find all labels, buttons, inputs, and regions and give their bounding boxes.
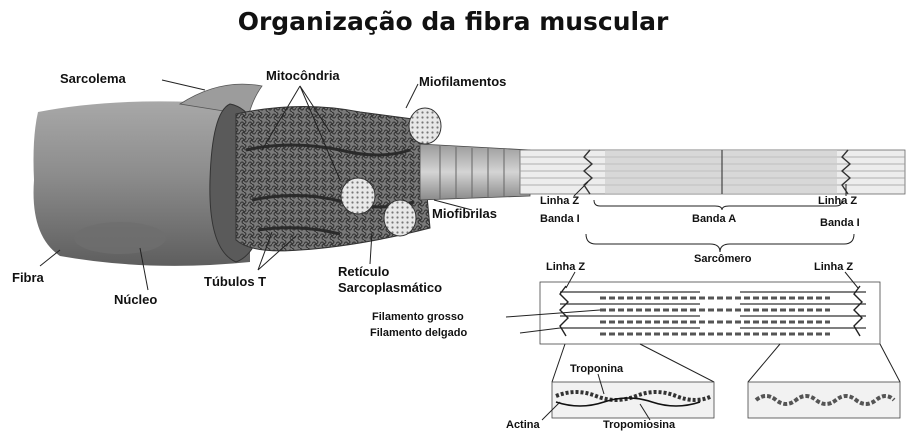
z-line-right	[840, 149, 852, 195]
label-linha-z-lower-left: Linha Z	[546, 261, 585, 273]
label-tubulos-t: Túbulos T	[204, 274, 266, 289]
label-miofilamentos: Miofilamentos	[419, 74, 506, 89]
actin-detail-box	[551, 381, 715, 419]
t-tubule-c	[257, 226, 341, 236]
myosin-strand	[754, 394, 896, 406]
sarcomero-bracket	[585, 233, 855, 253]
label-sarcolema: Sarcolema	[60, 71, 127, 86]
label-mitocondria: Mitocôndria	[266, 68, 340, 83]
label-fibra: Fibra	[12, 270, 45, 285]
thin-filaments	[560, 291, 866, 329]
label-filamento-delgado: Filamento delgado	[370, 327, 467, 339]
band-a-bracket	[593, 199, 843, 211]
fiber-body	[33, 101, 250, 266]
nucleus-shape	[74, 222, 166, 254]
actin-strand	[555, 390, 713, 402]
label-reticulo-2: Sarcoplasmático	[338, 280, 442, 295]
label-nucleo: Núcleo	[114, 292, 157, 307]
zoom-lines-left	[551, 343, 715, 383]
label-sarcomero: Sarcômero	[694, 253, 752, 265]
label-miofibrilas: Miofibrilas	[432, 206, 497, 221]
label-filamento-grosso: Filamento grosso	[372, 311, 464, 323]
label-actina: Actina	[506, 419, 541, 431]
t-tubule-a	[245, 143, 411, 157]
myofilament-bundle-1	[408, 107, 442, 145]
label-linha-z-left: Linha Z	[540, 195, 579, 207]
myofilament-bundle-2	[340, 177, 376, 215]
labels: Sarcolema Mitocôndria Miofilamentos Miof…	[12, 68, 860, 431]
zoom-lines-right	[747, 343, 901, 383]
muscle-fiber-illustration	[33, 83, 906, 266]
myofibril-striations	[439, 146, 505, 199]
label-troponina: Troponina	[570, 363, 624, 375]
diagram-title: Organização da fibra muscular	[238, 7, 669, 36]
reticulum-mesh	[235, 106, 431, 252]
sarcomere-detail	[539, 281, 901, 419]
label-reticulo-1: Retículo	[338, 264, 389, 279]
myofibril-extension	[419, 143, 531, 201]
z-line-lower-right	[853, 285, 863, 337]
myofilament-bundle-3	[383, 199, 417, 237]
label-banda-a: Banda A	[692, 213, 736, 225]
label-banda-i-right: Banda I	[820, 217, 860, 229]
z-line-lower-left	[559, 285, 569, 337]
label-tropomiosina: Tropomiosina	[603, 419, 676, 431]
label-linha-z-lower-right: Linha Z	[814, 261, 853, 273]
a-band-region	[605, 150, 837, 194]
z-line-left	[582, 149, 594, 195]
label-banda-i-left: Banda I	[540, 213, 580, 225]
leader-lines	[39, 79, 859, 421]
tropomiosina-strand	[555, 397, 701, 407]
label-linha-z-right: Linha Z	[818, 195, 857, 207]
